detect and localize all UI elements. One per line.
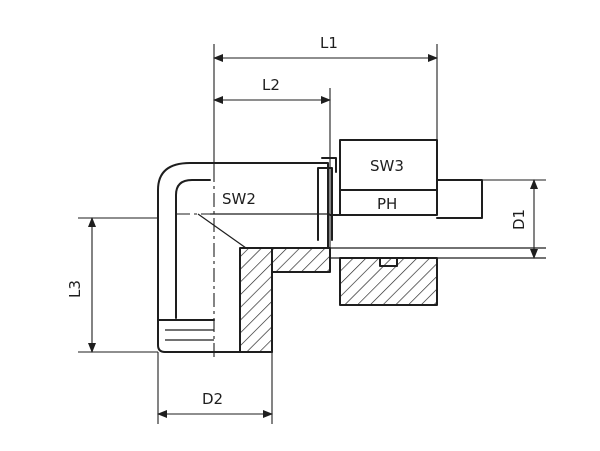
label-sw2: SW2 — [222, 190, 256, 208]
extension-lines — [78, 44, 546, 424]
label-l3: L3 — [66, 280, 84, 298]
label-d1: D1 — [510, 209, 528, 230]
tube — [329, 179, 546, 259]
bottom-thread-stud — [157, 317, 273, 353]
label-ph: PH — [377, 195, 397, 213]
center-lines — [176, 168, 330, 360]
label-l2: L2 — [262, 76, 280, 94]
label-sw3: SW3 — [370, 157, 404, 175]
label-d2: D2 — [202, 390, 223, 408]
sectioned-wall — [239, 247, 331, 353]
dimension-lines — [88, 54, 538, 418]
label-l1: L1 — [320, 34, 338, 52]
